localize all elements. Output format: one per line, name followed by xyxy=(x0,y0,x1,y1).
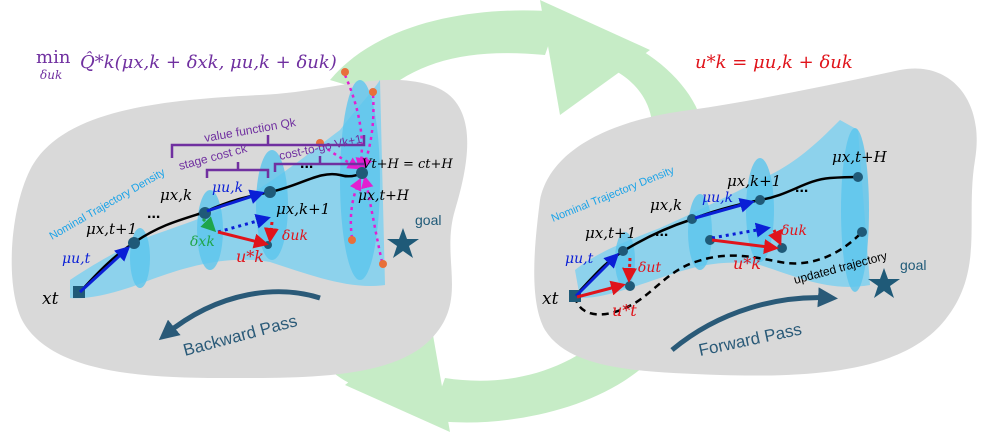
left-node-mu-x-t1 xyxy=(128,237,140,249)
left-label-delta-u: δuk xyxy=(282,228,308,244)
right-node-mu-x-k1 xyxy=(755,195,765,205)
right-pass-arrow xyxy=(670,287,838,352)
left-orange-dot-1 xyxy=(341,68,349,76)
left-label-x-t: xt xyxy=(42,289,59,309)
right-equation: u*k = μu,k + δuk xyxy=(695,52,853,73)
right-label-delta-u-k: δuk xyxy=(781,223,807,239)
right-node-mu-x-t1 xyxy=(618,246,628,256)
right-dots-1: ... xyxy=(655,223,668,240)
left-label-mu-x-tH: μx,t+H xyxy=(358,188,410,204)
right-arrow-mu-u-k xyxy=(694,198,755,220)
left-magenta-3 xyxy=(361,175,384,263)
right-goal-star-icon xyxy=(868,268,900,298)
right-label-x-t: xt xyxy=(542,289,559,309)
right-arrow-u-star-t xyxy=(576,280,626,299)
right-node-mu-x-k xyxy=(687,214,697,224)
left-dots-2: ... xyxy=(300,155,313,172)
right-dots-2: ... xyxy=(795,179,808,196)
left-brackets xyxy=(170,135,366,178)
right-label-mu-x-k: μx,k xyxy=(650,196,682,214)
cycle-arrow-top xyxy=(330,10,560,95)
right-arrow-dotted-blue xyxy=(711,222,771,240)
left-arrow-delta-x xyxy=(200,216,217,233)
left-dots-1: ... xyxy=(147,205,160,222)
right-label-u-star-t: u*t xyxy=(612,301,637,320)
left-objective-min: min xyxy=(36,47,71,68)
left-label-mu-x-k: μx,k xyxy=(160,186,192,204)
right-label-mu-x-tH: μx,t+H xyxy=(832,148,888,166)
left-magenta-2 xyxy=(321,144,361,170)
left-label-u-star: u*k xyxy=(236,247,264,266)
left-goal-star-icon xyxy=(387,228,419,258)
left-objective-expr: Q̂*k(μx,k + δxk, μu,k + δuk) xyxy=(80,51,337,73)
left-objective-sub: δuk xyxy=(40,68,62,82)
right-label-mu-u-t: μu,t xyxy=(565,251,594,267)
right-label-mu-u-k: μu,k xyxy=(702,190,733,206)
right-arrow-mu-u-t xyxy=(574,252,620,298)
left-label-delta-x: δxk xyxy=(190,234,215,250)
left-label-mu-x-t1: μx,t+1 xyxy=(86,220,137,238)
left-orange-dot-5 xyxy=(379,260,387,268)
left-magenta-5 xyxy=(360,94,375,171)
left-arrow-mu-u-t xyxy=(78,245,131,294)
right-node-updated-1 xyxy=(625,281,635,291)
right-slice-4 xyxy=(841,128,869,292)
left-panel: min δuk Q̂*k(μx,k + δxk, μu,k + δuk) Nom… xyxy=(11,47,468,379)
right-arrow-u-star-k xyxy=(711,238,779,254)
left-magenta-lines xyxy=(321,74,384,263)
left-label-mu-u-t: μu,t xyxy=(62,251,91,267)
left-node-mu-x-tH xyxy=(356,167,368,179)
right-label-mu-x-k1: μx,k+1 xyxy=(727,172,781,190)
right-arrow-delta-u-t xyxy=(622,257,638,283)
right-arrow-delta-u-k xyxy=(768,228,782,246)
right-panel: u*k = μu,k + δuk Nominal Trajectory Dens… xyxy=(534,52,977,376)
left-nodes xyxy=(73,167,368,298)
left-label-mu-x-k1: μx,k+1 xyxy=(276,200,330,218)
left-orange-dot-4 xyxy=(348,236,356,244)
left-terminal-value: Vt+H = ct+H xyxy=(362,157,453,172)
right-goal-label: goal xyxy=(900,257,926,273)
left-goal-label: goal xyxy=(415,212,441,228)
left-arrow-u-star xyxy=(217,230,269,249)
left-label-mu-u-k: μu,k xyxy=(212,180,243,196)
left-slice-2 xyxy=(197,190,223,270)
left-bracket-cost-to-go xyxy=(273,162,364,172)
right-label-delta-u-t: δut xyxy=(638,260,661,276)
left-magenta-4 xyxy=(349,177,362,239)
right-node-updated-3 xyxy=(777,243,787,253)
right-node-mu-x-tH xyxy=(853,172,863,182)
left-arrow-mu-u-k xyxy=(206,189,265,213)
right-node-updated-4 xyxy=(857,227,867,237)
left-magenta-1 xyxy=(343,74,368,171)
left-node-mu-x-k1 xyxy=(264,186,276,198)
right-updated-trajectory xyxy=(573,231,863,316)
left-orange-dot-2 xyxy=(369,88,377,96)
left-arrow-dotted-blue xyxy=(217,214,271,234)
left-pass-arrow xyxy=(158,289,321,341)
right-label-u-star-k: u*k xyxy=(733,254,761,273)
right-label-mu-x-t1: μx,t+1 xyxy=(585,224,636,242)
